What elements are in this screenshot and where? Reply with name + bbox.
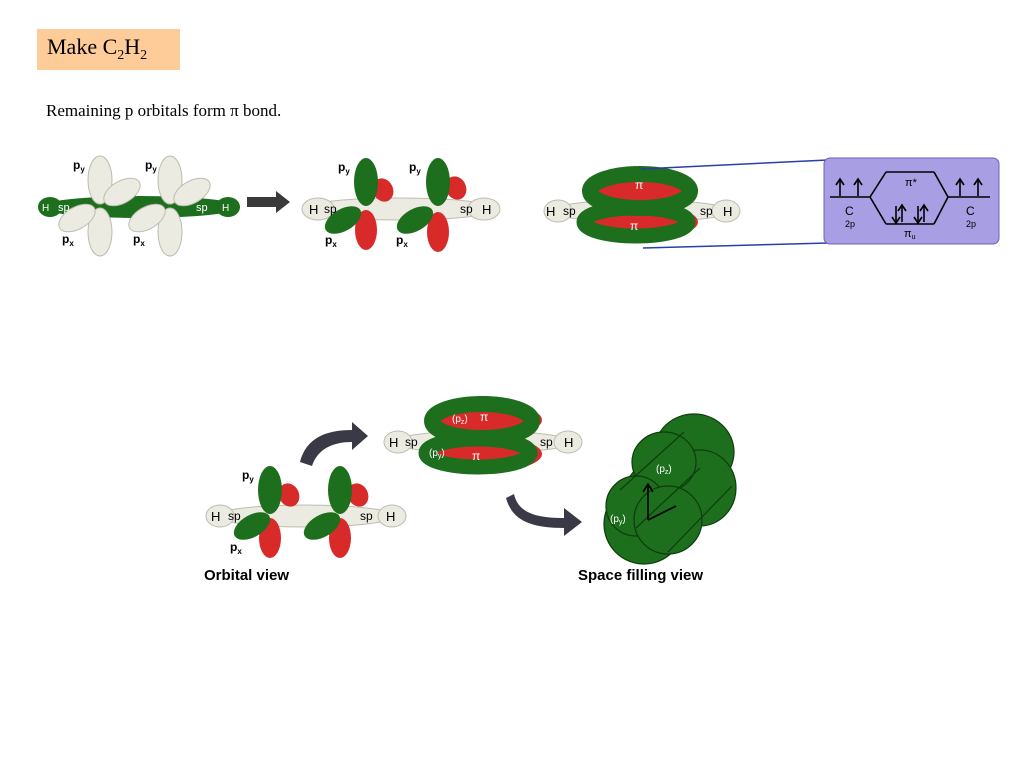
electron-up-icon [955, 177, 983, 196]
h-label: H [389, 435, 398, 450]
py-label: py [242, 468, 254, 484]
sp-label: sp [196, 202, 208, 214]
figure-pi-bond: π π H sp sp H [543, 159, 829, 249]
arrow-right-icon [247, 191, 290, 213]
sp-label: sp [700, 204, 713, 218]
electron-up-icon [835, 177, 863, 196]
px-label: px [396, 233, 408, 249]
title-subscript-1: 2 [117, 48, 125, 63]
pi-label: π [472, 449, 480, 463]
h-label: H [222, 203, 229, 214]
py-paren-label: (py) [429, 448, 445, 460]
mo-energy-diagram: π* πu C 2p C 2p [823, 157, 1000, 245]
two-p-label: 2p [966, 219, 976, 229]
sp-label: sp [563, 204, 576, 218]
py-label: py [145, 158, 157, 174]
px-label: px [325, 233, 337, 249]
h-label: H [723, 204, 732, 219]
h-label: H [211, 509, 220, 524]
h-label: H [386, 509, 395, 524]
arrow-up-icon [642, 482, 677, 521]
h-label: H [42, 203, 49, 214]
two-p-label: 2p [845, 219, 855, 229]
slide-title: Make C2H2 [37, 29, 180, 70]
h-label: H [564, 435, 573, 450]
pi-label: π [635, 178, 643, 192]
pi-u-label: πu [904, 228, 916, 241]
space-filling-view-caption: Space filling view [578, 567, 703, 584]
curved-arrow-icon [300, 422, 368, 466]
px-label: px [133, 232, 145, 248]
title-subscript-2: 2 [140, 48, 148, 63]
py-label: py [409, 160, 421, 176]
sp-label: sp [324, 202, 337, 216]
sp-label: sp [460, 202, 473, 216]
figure-orbital-view: H sp sp H py px Orbital view [204, 466, 407, 584]
sp-label: sp [58, 202, 70, 214]
pz-label: (pz) [452, 414, 468, 426]
slide-subtitle: Remaining p orbitals form π bond. [46, 101, 282, 120]
h-label: H [309, 202, 318, 217]
electron-pair-icon [891, 203, 929, 225]
figure-p-orbitals: sp sp H H py py px px [38, 155, 240, 257]
py-paren-label: (py) [610, 514, 626, 526]
title-text-mid: H [124, 34, 141, 59]
title-text-main: Make C [47, 34, 118, 59]
py-label: py [73, 158, 85, 174]
px-label: px [62, 232, 74, 248]
figure-colored-orbitals: H sp sp H py py px px [301, 158, 501, 252]
sp-label: sp [405, 435, 418, 449]
sp-label: sp [360, 509, 373, 523]
figure-pi-ring-lower: (pz) π (py) π H sp sp H [383, 396, 583, 475]
figure-space-filling: (pz) (py) Space filling view [578, 413, 737, 584]
pi-label: π [480, 410, 488, 424]
sp-label: sp [540, 435, 553, 449]
curved-arrow-icon [506, 494, 582, 536]
pz-label: (pz) [656, 464, 672, 476]
h-label: H [482, 202, 491, 217]
pi-label: π [630, 219, 638, 233]
h-label: H [546, 204, 555, 219]
carbon-label: C [845, 204, 854, 218]
px-label: px [230, 540, 242, 556]
py-label: py [338, 160, 350, 176]
sp-label: sp [228, 509, 241, 523]
orbital-view-caption: Orbital view [204, 567, 289, 584]
carbon-label: C [966, 204, 975, 218]
pi-star-label: π* [905, 177, 918, 189]
